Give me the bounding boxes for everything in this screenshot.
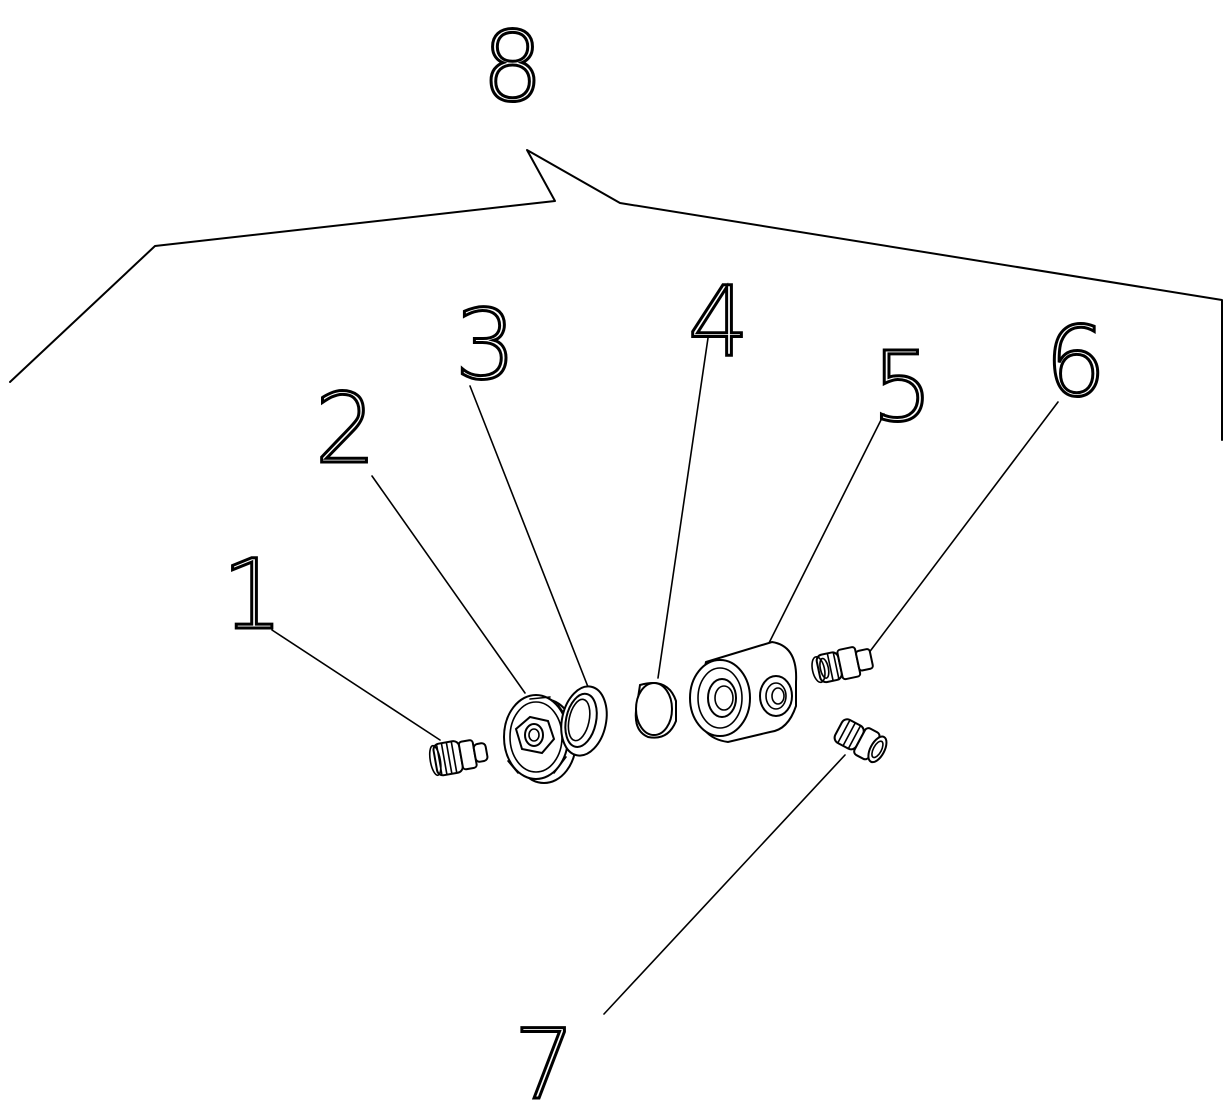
part-8-panel-outline (9, 149, 1223, 441)
leader-line-6 (867, 401, 1059, 655)
callout-labels: 1 2 3 4 5 6 7 8 (221, 10, 1108, 1101)
part-2-hex-flange (503, 694, 577, 784)
callout-3: 3 (455, 289, 516, 401)
part-7-fitting (833, 718, 888, 764)
callout-1: 1 (222, 539, 283, 651)
part-4-cap (634, 682, 677, 739)
part-6-fitting (811, 646, 874, 684)
callout-2: 2 (315, 373, 376, 485)
leader-line-7 (603, 754, 846, 1015)
leader-line-5 (767, 413, 885, 646)
leader-line-4 (657, 337, 709, 679)
callout-7: 7 (514, 1009, 575, 1101)
leader-line-3 (469, 385, 591, 693)
leader-lines (271, 337, 1059, 1015)
callout-4: 4 (688, 266, 749, 378)
part-5-body (689, 640, 798, 744)
leader-line-1 (271, 629, 441, 741)
callout-8: 8 (482, 11, 543, 123)
callout-6: 6 (1045, 306, 1106, 418)
part-3-washer (560, 685, 608, 757)
leader-line-2 (371, 475, 526, 694)
callout-5: 5 (872, 331, 933, 443)
part-1-fitting (428, 739, 489, 777)
